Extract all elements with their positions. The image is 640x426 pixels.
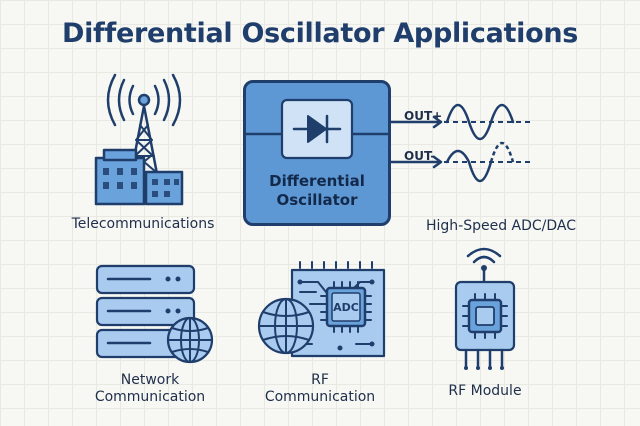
oscillator-name-line1: Differential: [269, 172, 365, 190]
rf-globe-icon: [257, 297, 315, 355]
buildings-icon: [94, 148, 184, 206]
output-negative: OUT-: [389, 149, 530, 169]
circuit-board-icon: ADC: [290, 261, 386, 358]
sine-wave-negative-icon: [445, 141, 515, 183]
adc-dac-label: High-Speed ADC/DAC: [425, 218, 577, 234]
network-label-line2: Communication: [94, 389, 206, 405]
telecom-label: Telecommunications: [71, 216, 215, 232]
oscillator-name: Differential Oscillator: [243, 172, 391, 210]
rf-module-label: RF Module: [448, 383, 522, 399]
out-minus-label: OUT-: [404, 149, 435, 163]
output-positive: OUT+: [389, 109, 530, 129]
network-communication-label: Network Communication: [60, 372, 240, 406]
page-title: Differential Oscillator Applications: [61, 18, 579, 49]
rf-module-icon: [454, 247, 516, 370]
globe-icon: [166, 316, 214, 364]
rf-label-line2: Communication: [264, 389, 376, 405]
network-label-line1: Network: [120, 372, 180, 388]
out-plus-label: OUT+: [404, 109, 442, 123]
adc-chip-label: ADC: [333, 301, 359, 314]
rf-communication-label: RF Communication: [230, 372, 410, 406]
rf-label-line1: RF: [311, 372, 329, 388]
oscillator-name-line2: Oscillator: [276, 191, 358, 209]
diode-symbol-icon: [244, 98, 390, 160]
sine-wave-positive-icon: [445, 103, 515, 141]
